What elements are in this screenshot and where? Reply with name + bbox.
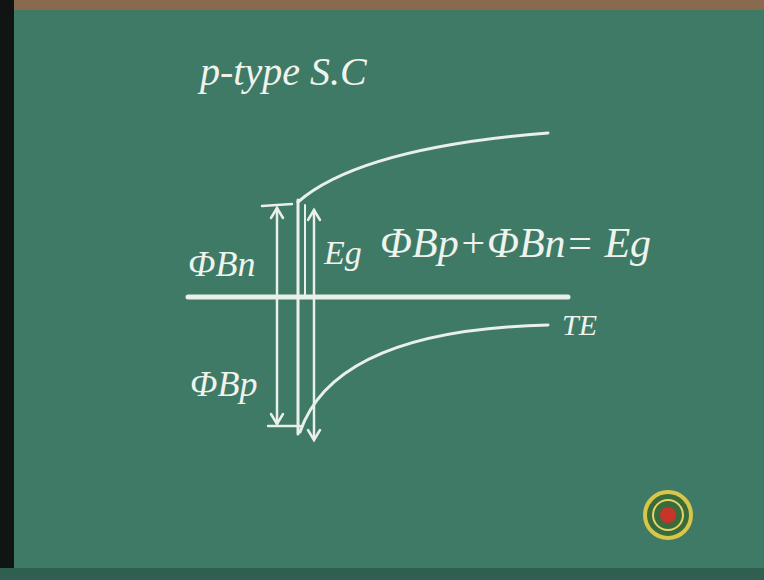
gap-label: Eg bbox=[324, 236, 362, 270]
gap-arrow bbox=[313, 210, 316, 440]
board-frame-left bbox=[0, 0, 14, 580]
board-frame-bottom bbox=[0, 568, 764, 580]
interface-line bbox=[297, 200, 300, 434]
arrow-head bbox=[271, 208, 283, 218]
barrier-label: ΦBp bbox=[190, 366, 257, 402]
arrow-head bbox=[271, 414, 283, 424]
level-label: TE bbox=[562, 310, 597, 340]
barrier-arrow bbox=[276, 300, 279, 424]
barrier-tick bbox=[268, 425, 300, 428]
fermi-level bbox=[188, 295, 568, 300]
channel-logo bbox=[645, 492, 691, 538]
interface-line bbox=[304, 205, 306, 298]
barrier-arrow bbox=[276, 208, 279, 294]
arrow-head bbox=[308, 210, 320, 220]
equation-note: ΦBp+ΦBn= Eg bbox=[380, 222, 651, 264]
board-frame-top bbox=[0, 0, 764, 10]
conduction-band bbox=[298, 133, 548, 202]
valence-band bbox=[300, 325, 548, 432]
arrow-head bbox=[308, 430, 320, 440]
barrier-label: ΦBn bbox=[188, 246, 255, 282]
title-note: p-type S.C bbox=[200, 52, 367, 92]
